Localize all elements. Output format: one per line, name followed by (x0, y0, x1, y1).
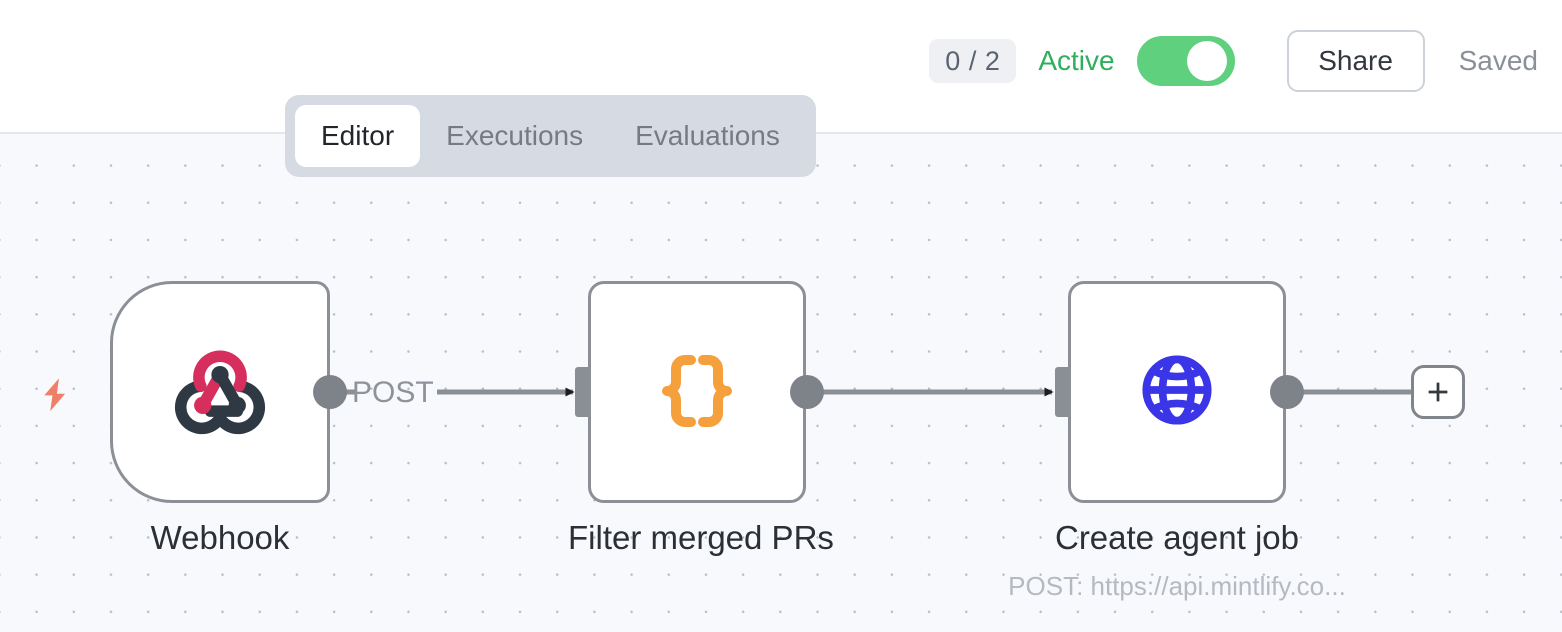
tab-editor[interactable]: Editor (295, 105, 421, 167)
workflow-canvas[interactable]: Webhook POST Filter merged PRs (0, 134, 1562, 632)
node-filter-body (591, 284, 803, 500)
node-filter-merged-prs[interactable] (588, 281, 806, 503)
edge-label-post: POST (352, 376, 434, 409)
node-webhook[interactable] (110, 281, 330, 503)
node-create-agent-job-label: Create agent job (1054, 519, 1299, 556)
view-tabs: Editor Executions Evaluations (285, 95, 816, 177)
webhook-icon (172, 342, 268, 443)
node-webhook-label: Webhook (150, 519, 290, 556)
node-filter-output-port[interactable] (790, 375, 824, 409)
lightning-bolt-icon[interactable] (36, 374, 74, 416)
add-node-button[interactable] (1411, 365, 1465, 419)
node-webhook-body (113, 284, 327, 500)
header-actions: 0 / 2 Active Share Saved (929, 30, 1538, 92)
node-filter-label: Filter merged PRs (568, 519, 834, 556)
node-create-agent-job-output-port[interactable] (1270, 375, 1304, 409)
node-create-agent-job[interactable] (1068, 281, 1286, 503)
plus-icon (1428, 382, 1448, 402)
toggle-knob (1186, 41, 1227, 81)
node-webhook-output-port[interactable] (313, 375, 347, 409)
globe-icon (1129, 342, 1225, 443)
node-create-agent-job-subtitle: POST: https://api.mintlify.co... (1008, 571, 1346, 601)
run-count-badge: 0 / 2 (929, 39, 1017, 83)
node-create-agent-job-body (1071, 284, 1283, 500)
saved-status-label: Saved (1458, 45, 1538, 76)
active-toggle[interactable] (1136, 36, 1235, 86)
share-button[interactable]: Share (1286, 30, 1425, 92)
active-status-label: Active (1038, 45, 1115, 76)
tab-evaluations[interactable]: Evaluations (609, 105, 806, 167)
tab-executions[interactable]: Executions (420, 105, 609, 167)
code-braces-icon (647, 340, 747, 445)
